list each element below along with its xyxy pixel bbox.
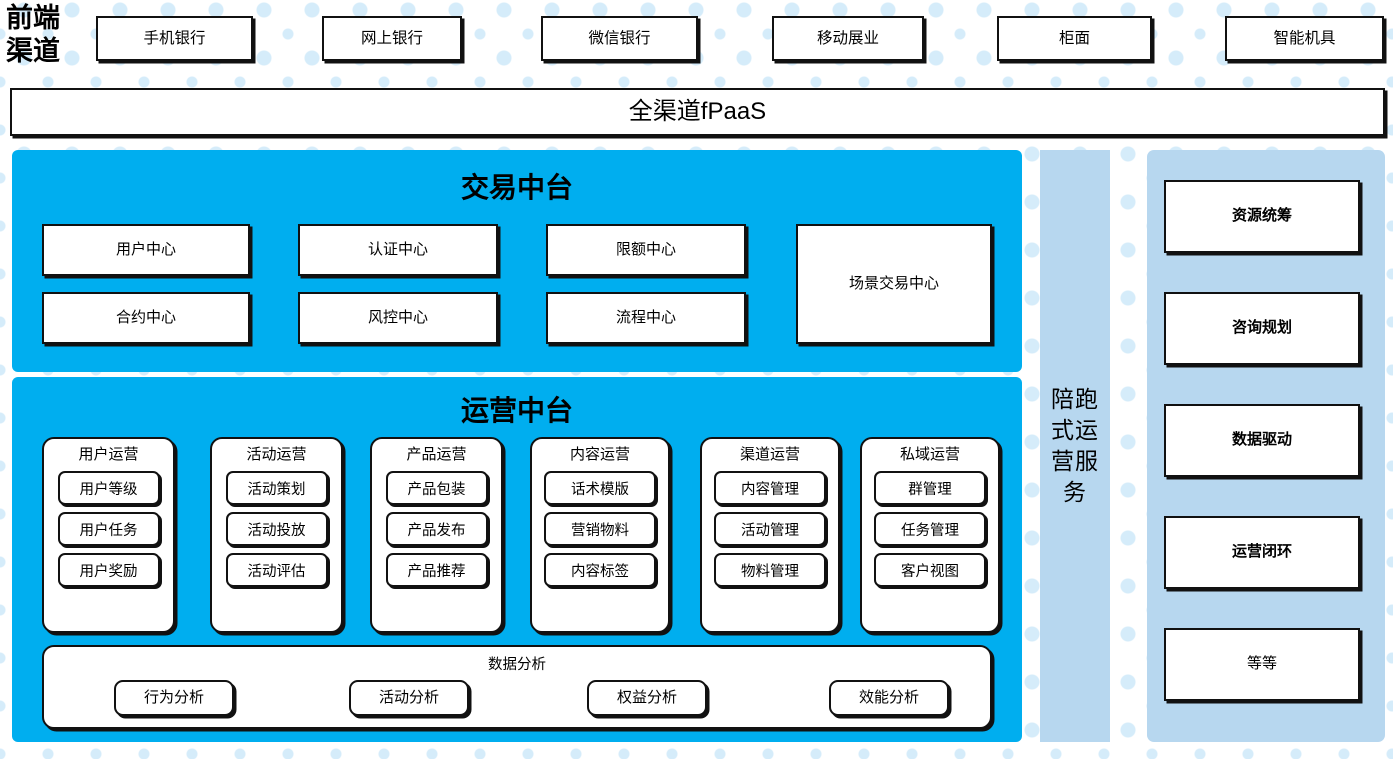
ops-item[interactable]: 物料管理 — [714, 553, 826, 587]
ops-item[interactable]: 产品推荐 — [385, 553, 488, 587]
ops-center-title: 运营中台 — [460, 396, 573, 427]
trade-card-user-center[interactable]: 用户中心 — [42, 224, 250, 276]
ops-group-product-operations[interactable]: 产品运营 产品包装 产品发布 产品推荐 — [370, 437, 503, 633]
value-card-consulting-planning[interactable]: 咨询规划 — [1164, 292, 1360, 365]
ops-group-title: 用户运营 — [78, 446, 139, 463]
channel-box-online-banking[interactable]: 网上银行 — [322, 16, 462, 61]
data-analytics-title: 数据分析 — [488, 657, 546, 673]
ops-item[interactable]: 用户任务 — [57, 512, 160, 546]
channel-box-smart-machine[interactable]: 智能机具 — [1225, 16, 1384, 61]
trade-card-contract-center[interactable]: 合约中心 — [42, 292, 250, 344]
ops-group-title: 私域运营 — [899, 446, 960, 463]
trade-card-limit-center[interactable]: 限额中心 — [546, 224, 746, 276]
ops-item[interactable]: 用户奖励 — [57, 553, 160, 587]
ops-item[interactable]: 话术模版 — [544, 471, 656, 505]
ops-item[interactable]: 内容标签 — [544, 553, 656, 587]
companion-service-column: 陪跑式运营服务 — [1040, 150, 1110, 742]
ops-item[interactable]: 活动投放 — [225, 512, 328, 546]
data-analytics-section: 数据分析 行为分析 活动分析 权益分析 效能分析 — [42, 645, 992, 729]
ops-group-user-operations[interactable]: 用户运营 用户等级 用户任务 用户奖励 — [42, 437, 175, 633]
trade-center-title: 交易中台 — [460, 173, 573, 204]
omnichannel-fpaas-bar[interactable]: 全渠道fPaaS — [10, 88, 1385, 136]
value-card-resource-coordination[interactable]: 资源统筹 — [1164, 180, 1360, 253]
ops-item[interactable]: 用户等级 — [57, 471, 160, 505]
value-card-ops-closed-loop[interactable]: 运营闭环 — [1164, 516, 1360, 589]
trade-card-risk-center[interactable]: 风控中心 — [298, 292, 498, 344]
channel-box-counter[interactable]: 柜面 — [997, 16, 1152, 61]
ops-center-panel: 运营中台 用户运营 用户等级 用户任务 用户奖励 活动运营 活动策划 活动投放 … — [12, 377, 1022, 742]
analytics-item-behavior[interactable]: 行为分析 — [114, 680, 234, 716]
value-card-etc[interactable]: 等等 — [1164, 628, 1360, 701]
channel-box-wechat-banking[interactable]: 微信银行 — [541, 16, 698, 61]
ops-group-channel-operations[interactable]: 渠道运营 内容管理 活动管理 物料管理 — [700, 437, 840, 633]
front-channel-label: 前端 渠道 — [6, 3, 60, 66]
analytics-item-efficiency[interactable]: 效能分析 — [829, 680, 949, 716]
value-card-data-driven[interactable]: 数据驱动 — [1164, 404, 1360, 477]
ops-group-private-domain-operations[interactable]: 私域运营 群管理 任务管理 客户视图 — [860, 437, 1000, 633]
channel-box-mobile-business[interactable]: 移动展业 — [772, 16, 924, 61]
ops-item[interactable]: 群管理 — [874, 471, 986, 505]
ops-group-title: 活动运营 — [246, 446, 307, 463]
ops-group-title: 产品运营 — [406, 446, 467, 463]
ops-item[interactable]: 活动评估 — [225, 553, 328, 587]
ops-item[interactable]: 营销物料 — [544, 512, 656, 546]
trade-card-process-center[interactable]: 流程中心 — [546, 292, 746, 344]
ops-group-title: 内容运营 — [569, 446, 630, 463]
trade-center-panel: 交易中台 用户中心 认证中心 限额中心 合约中心 风控中心 流程中心 场景交易中… — [12, 150, 1022, 372]
ops-group-content-operations[interactable]: 内容运营 话术模版 营销物料 内容标签 — [530, 437, 670, 633]
ops-item[interactable]: 产品包装 — [385, 471, 488, 505]
companion-service-label: 陪跑式运营服务 — [1051, 386, 1099, 505]
ops-group-title: 渠道运营 — [739, 446, 800, 463]
ops-item[interactable]: 产品发布 — [385, 512, 488, 546]
analytics-item-benefits[interactable]: 权益分析 — [587, 680, 707, 716]
channel-box-mobile-banking[interactable]: 手机银行 — [96, 16, 253, 61]
ops-item[interactable]: 内容管理 — [714, 471, 826, 505]
trade-card-scenario-trade-center[interactable]: 场景交易中心 — [796, 224, 992, 344]
ops-item[interactable]: 客户视图 — [874, 553, 986, 587]
ops-item[interactable]: 任务管理 — [874, 512, 986, 546]
trade-card-auth-center[interactable]: 认证中心 — [298, 224, 498, 276]
ops-item[interactable]: 活动策划 — [225, 471, 328, 505]
service-value-panel: 资源统筹 咨询规划 数据驱动 运营闭环 等等 — [1147, 150, 1385, 742]
analytics-item-campaign[interactable]: 活动分析 — [349, 680, 469, 716]
ops-group-campaign-operations[interactable]: 活动运营 活动策划 活动投放 活动评估 — [210, 437, 343, 633]
ops-item[interactable]: 活动管理 — [714, 512, 826, 546]
